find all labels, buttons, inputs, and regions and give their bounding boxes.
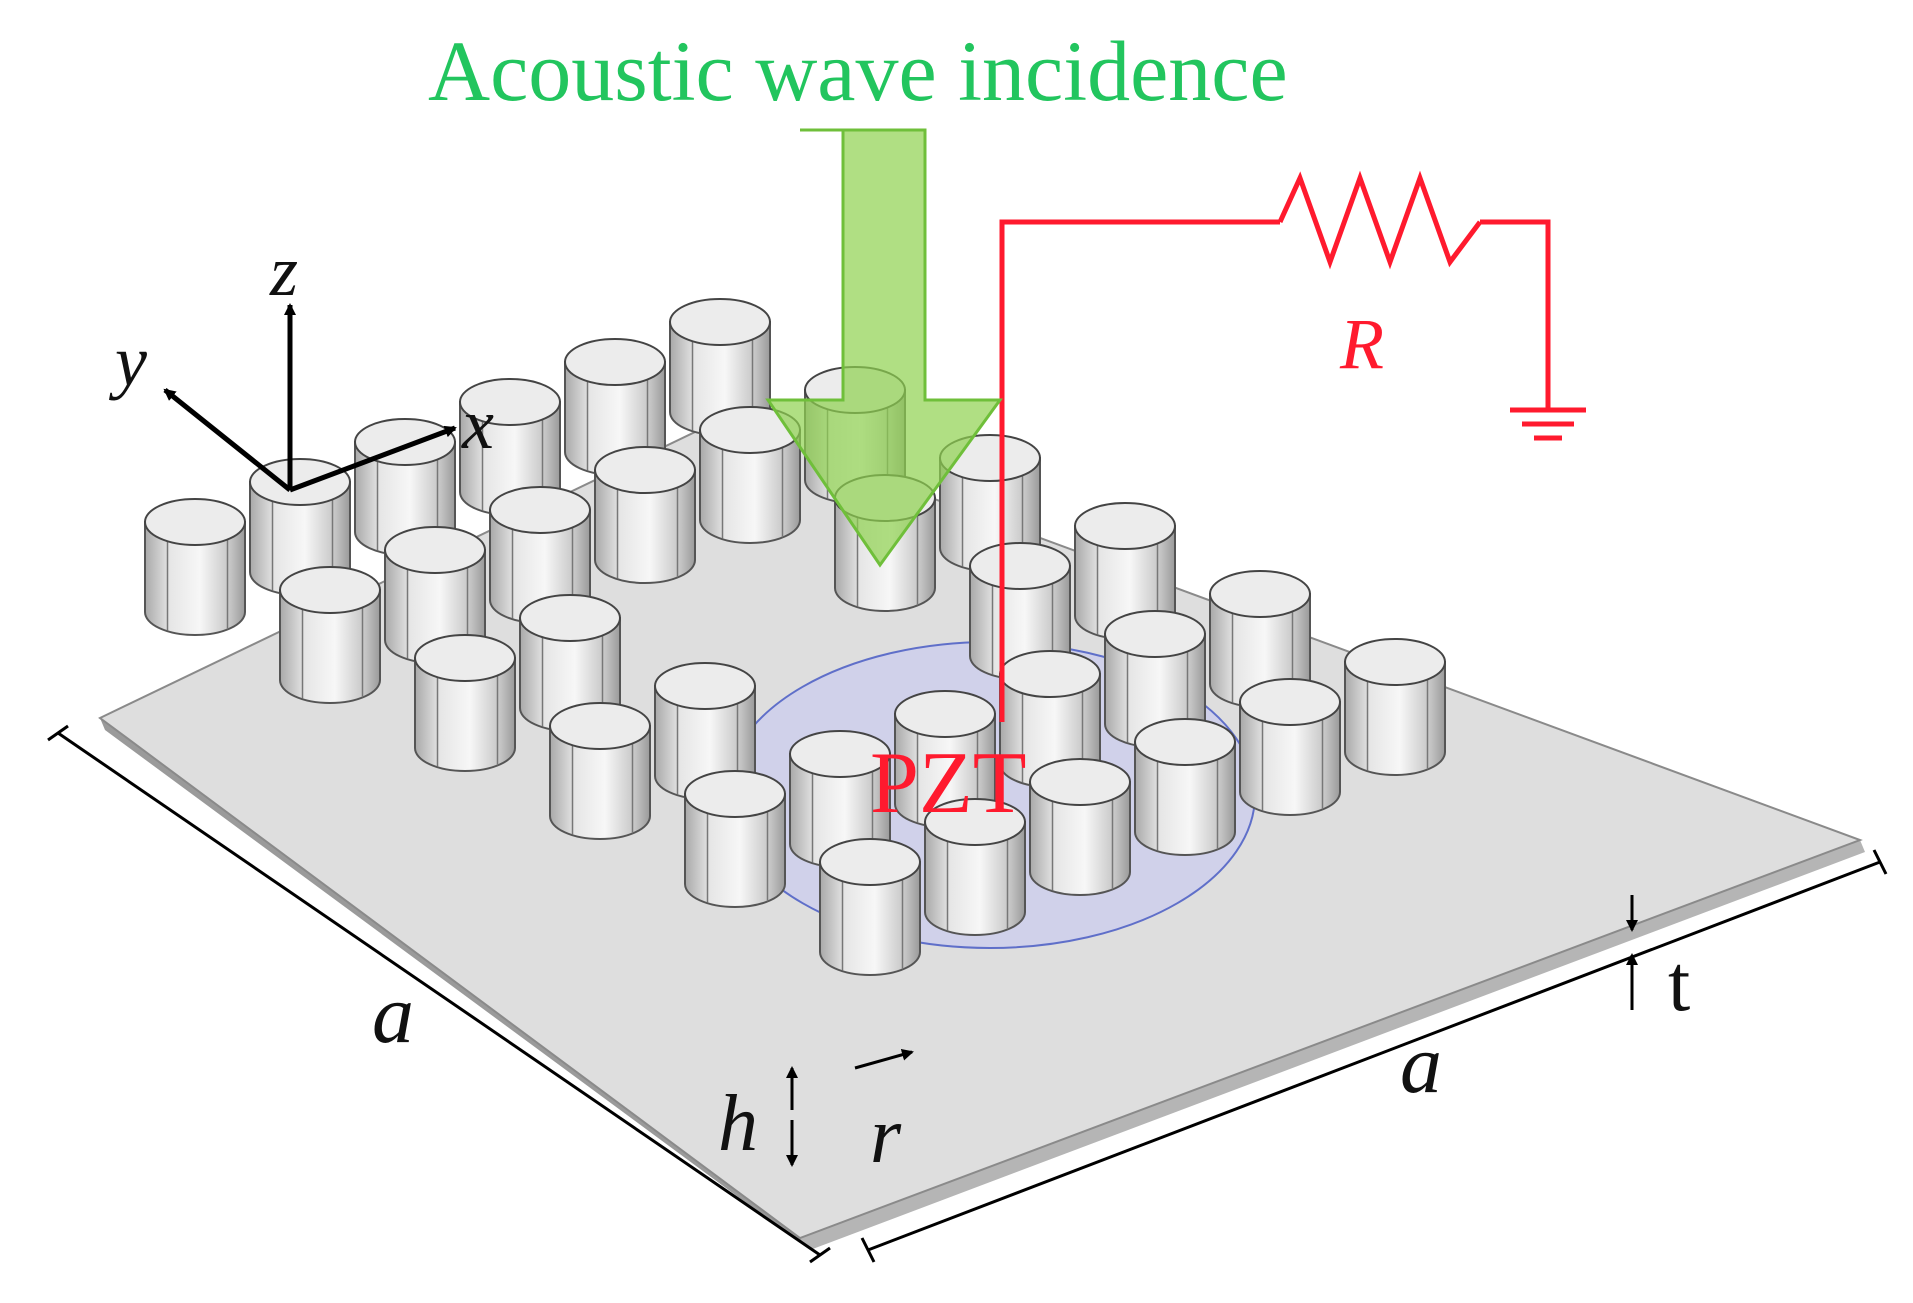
pillar-side <box>819 861 921 976</box>
pillar-top <box>564 338 666 386</box>
pillar-top <box>1239 678 1341 726</box>
side-a-right-label: a <box>1400 1018 1442 1111</box>
pillar-side <box>144 521 246 636</box>
x-axis <box>289 425 457 493</box>
pillar <box>144 498 246 636</box>
pillar-top <box>354 418 456 466</box>
circuit-wire-ground <box>1480 219 1551 410</box>
pillar-top <box>144 498 246 546</box>
y-axis <box>163 388 292 492</box>
right-edge-tick-end <box>1872 849 1888 875</box>
pillar <box>1134 718 1236 856</box>
pillar <box>549 702 651 840</box>
pillar-top <box>489 486 591 534</box>
pillar-top <box>279 566 381 614</box>
pillar <box>1344 638 1446 776</box>
incidence-arrow <box>765 128 1003 568</box>
resistor-symbol <box>1277 170 1482 270</box>
plate-side-right <box>800 840 1865 1250</box>
right-edge-dimension <box>867 860 1881 1252</box>
coordinate-axes <box>163 303 457 493</box>
thickness-label: t <box>1668 940 1690 1028</box>
pillar-top <box>1344 638 1446 686</box>
pillar-top <box>969 542 1071 590</box>
pillar-top <box>549 702 651 750</box>
pillar <box>924 798 1026 936</box>
radius-arrow <box>854 1048 914 1070</box>
pillar <box>279 566 381 704</box>
z-axis-label: z <box>269 231 298 311</box>
dimensions <box>47 724 1888 1264</box>
side-a-left-label: a <box>372 968 414 1061</box>
pillar <box>1239 678 1341 816</box>
circuit <box>999 170 1586 722</box>
pillar-top <box>459 378 561 426</box>
pillar-top <box>249 458 351 506</box>
text-labels: Acoustic wave incidence PZT R z x y a a … <box>108 23 1690 1180</box>
pillar-top <box>1209 570 1311 618</box>
pillar-side <box>1134 741 1236 856</box>
pillar-top <box>894 690 996 738</box>
pillar-top <box>1029 758 1131 806</box>
pillar-top <box>669 298 771 346</box>
pillar-side <box>684 793 786 908</box>
title-text: Acoustic wave incidence <box>428 23 1288 119</box>
right-edge-tick-start <box>860 1237 876 1263</box>
pillar-side <box>594 469 696 584</box>
pillar-top <box>414 634 516 682</box>
pillar-side <box>279 589 381 704</box>
pillar-top <box>924 798 1026 846</box>
pillar-top <box>819 838 921 886</box>
height-label: h <box>718 1080 758 1168</box>
pillar-side <box>1239 701 1341 816</box>
green-arrow <box>765 128 1003 568</box>
pillar-side <box>1029 781 1131 896</box>
pillar-top <box>384 526 486 574</box>
pillar-top <box>519 594 621 642</box>
pillar-side <box>414 657 516 772</box>
pzt-label: PZT <box>870 735 1026 832</box>
pillar-top <box>999 650 1101 698</box>
pillar-side <box>699 429 801 544</box>
pillar-top <box>1074 502 1176 550</box>
x-axis-label: x <box>461 384 494 464</box>
pillar <box>1029 758 1131 896</box>
pillar <box>819 838 921 976</box>
pillar-top <box>789 730 891 778</box>
pillar-side <box>924 821 1026 936</box>
pillar-top <box>1134 718 1236 766</box>
left-edge-tick-start <box>47 724 69 742</box>
pillar-top <box>684 770 786 818</box>
pillar-top <box>594 446 696 494</box>
radius-label: r <box>870 1092 902 1180</box>
pillar-side <box>1344 661 1446 776</box>
left-edge-tick-end <box>809 1246 831 1264</box>
pillar-top <box>1104 610 1206 658</box>
pillar <box>684 770 786 908</box>
pillar-top <box>654 662 756 710</box>
pillar <box>594 446 696 584</box>
pillar-side <box>549 725 651 840</box>
left-edge-dimension <box>57 731 821 1257</box>
circuit-wire-vertical <box>999 219 1280 722</box>
pillar <box>699 406 801 544</box>
pillar <box>414 634 516 772</box>
y-axis-label: y <box>108 321 147 401</box>
resistor-label: R <box>1339 304 1384 384</box>
